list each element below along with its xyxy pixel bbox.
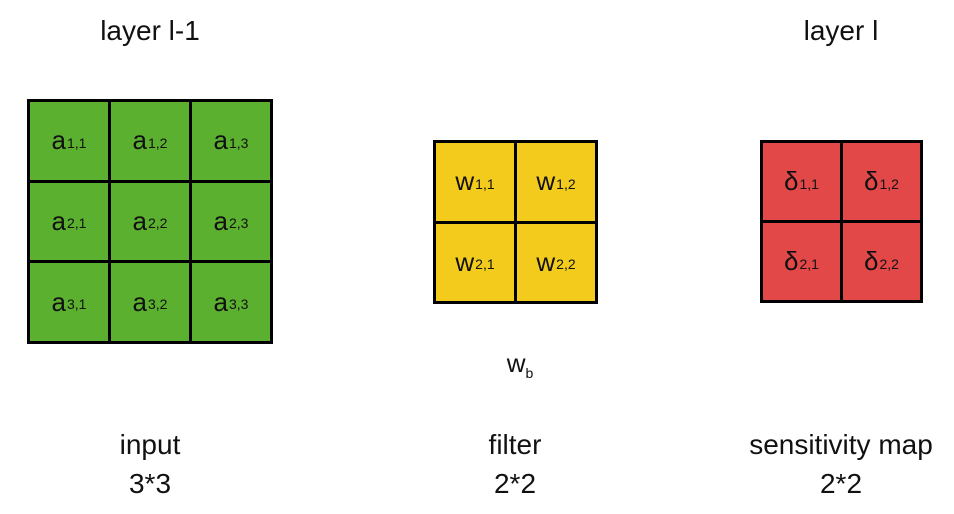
bias-weight: wb: [490, 348, 550, 381]
input-cell-subscript: 3,3: [229, 296, 249, 313]
input-cell-subscript: 1,1: [67, 134, 87, 151]
sensitivity-cell-symbol: δ: [784, 166, 799, 196]
bias-weight-subscript: b: [525, 365, 534, 382]
input-cell-symbol: a: [132, 205, 147, 236]
input-size: 3*3: [128, 468, 172, 499]
input-caption: input: [119, 429, 181, 460]
sensitivity-cell-subscript: 2,1: [799, 255, 819, 272]
sensitivity-cell-subscript: 2,2: [879, 255, 899, 272]
input-cell-subscript: 2,1: [67, 215, 87, 232]
layer-l-title: layer l: [803, 15, 879, 46]
input-cell-subscript: 1,3: [229, 134, 249, 151]
filter-caption: filter: [488, 429, 542, 460]
filter-cell-symbol: w: [455, 246, 475, 277]
bias-weight-symbol: w: [506, 348, 526, 378]
input-cell-subscript: 1,2: [148, 134, 168, 151]
sensitivity-map-caption: sensitivity map: [749, 429, 933, 460]
sensitivity-map-size: 2*2: [819, 468, 863, 499]
input-cell-symbol: a: [213, 286, 228, 317]
sensitivity-cell-symbol: δ: [784, 246, 799, 276]
filter-size: 2*2: [493, 468, 537, 499]
filter-cell-symbol: w: [455, 166, 475, 197]
sensitivity-cell-subscript: 1,1: [799, 175, 819, 192]
sensitivity-cell-symbol: δ: [864, 166, 879, 196]
filter-cell-symbol: w: [536, 246, 556, 277]
filter-cell-subscript: 2,2: [556, 256, 576, 273]
sensitivity-cell-symbol: δ: [864, 246, 879, 276]
filter-cell-subscript: 2,1: [475, 256, 495, 273]
input-cell-subscript: 3,2: [148, 296, 168, 313]
sensitivity-cell-subscript: 1,2: [879, 175, 899, 192]
input-cell-subscript: 2,2: [148, 215, 168, 232]
input-cell-symbol: a: [213, 125, 228, 156]
input-cell-symbol: a: [132, 286, 147, 317]
filter-cell-subscript: 1,1: [475, 175, 495, 192]
input-cell-symbol: a: [213, 205, 228, 236]
layer-l-minus-1-title: layer l-1: [100, 15, 200, 46]
input-cell-symbol: a: [132, 125, 147, 156]
input-cell-symbol: a: [51, 205, 66, 236]
input-cell-subscript: 2,3: [229, 215, 249, 232]
filter-cell-subscript: 1,2: [556, 175, 576, 192]
input-cell-subscript: 3,1: [67, 296, 87, 313]
input-cell-symbol: a: [51, 286, 66, 317]
input-cell-symbol: a: [51, 125, 66, 156]
filter-cell-symbol: w: [536, 166, 556, 197]
